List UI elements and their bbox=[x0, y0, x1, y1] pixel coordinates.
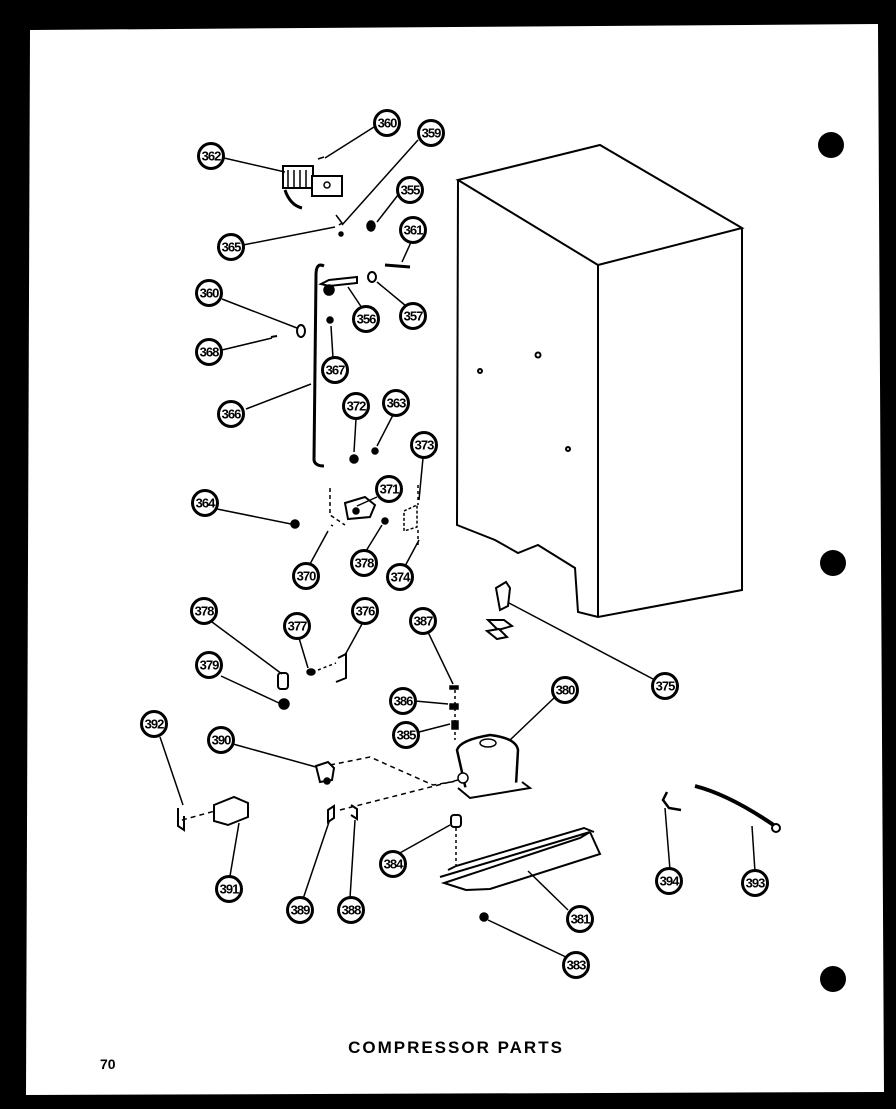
paper-page bbox=[26, 24, 884, 1095]
callout-label: 376 bbox=[356, 604, 375, 619]
callout-362: 362 bbox=[197, 142, 225, 170]
callout-386: 386 bbox=[389, 687, 417, 715]
callout-387: 387 bbox=[409, 607, 437, 635]
callout-361: 361 bbox=[399, 216, 427, 244]
callout-label: 365 bbox=[222, 240, 241, 255]
callout-label: 394 bbox=[660, 874, 680, 889]
callout-391: 391 bbox=[215, 875, 243, 903]
callout-375: 375 bbox=[651, 672, 679, 700]
callout-label: 373 bbox=[415, 438, 434, 453]
compressor-part bbox=[455, 733, 533, 800]
callout-label: 364 bbox=[196, 496, 216, 511]
callout-label: 378 bbox=[355, 556, 374, 571]
callout-379: 379 bbox=[195, 651, 223, 679]
callout-label: 393 bbox=[746, 876, 765, 891]
callout-label: 388 bbox=[342, 903, 361, 918]
callout-label: 384 bbox=[384, 857, 404, 872]
callout-label: 366 bbox=[222, 407, 241, 422]
callout-377: 377 bbox=[283, 612, 311, 640]
binder-hole-bottom bbox=[820, 966, 846, 992]
callout-389: 389 bbox=[286, 896, 314, 924]
callout-368: 368 bbox=[195, 338, 223, 366]
callout-392: 392 bbox=[140, 710, 168, 738]
callout-372: 372 bbox=[342, 392, 370, 420]
callout-label: 380 bbox=[556, 683, 575, 698]
callout-373: 373 bbox=[410, 431, 438, 459]
callout-359: 359 bbox=[417, 119, 445, 147]
callout-364: 364 bbox=[191, 489, 219, 517]
callout-label: 387 bbox=[414, 614, 433, 629]
callout-381: 381 bbox=[566, 905, 594, 933]
callout-370: 370 bbox=[292, 562, 320, 590]
callout-366: 366 bbox=[217, 400, 245, 428]
callout-378-left: 378 bbox=[190, 597, 218, 625]
callout-label: 381 bbox=[571, 912, 590, 927]
callout-360-middle: 360 bbox=[195, 279, 223, 307]
callout-label: 377 bbox=[288, 619, 307, 634]
callout-label: 383 bbox=[567, 958, 586, 973]
leader-lines bbox=[159, 126, 756, 959]
callout-label: 391 bbox=[220, 882, 239, 897]
callout-357: 357 bbox=[399, 302, 427, 330]
callout-label: 361 bbox=[404, 223, 423, 238]
page-number: 70 bbox=[100, 1056, 116, 1072]
callout-label: 362 bbox=[202, 149, 221, 164]
small-parts bbox=[177, 156, 781, 922]
callout-371: 371 bbox=[375, 475, 403, 503]
callout-378-middle: 378 bbox=[350, 549, 378, 577]
callout-390: 390 bbox=[207, 726, 235, 754]
callout-367: 367 bbox=[321, 356, 349, 384]
callout-label: 392 bbox=[145, 717, 164, 732]
callout-356: 356 bbox=[352, 305, 380, 333]
callout-label: 385 bbox=[397, 728, 416, 743]
callout-label: 359 bbox=[422, 126, 441, 141]
callout-384-center: 384 bbox=[379, 850, 407, 878]
callout-385: 385 bbox=[392, 721, 420, 749]
callout-label: 368 bbox=[200, 345, 219, 360]
callout-393: 393 bbox=[741, 869, 769, 897]
callout-376: 376 bbox=[351, 597, 379, 625]
callout-label: 389 bbox=[291, 903, 310, 918]
callout-label: 355 bbox=[401, 183, 420, 198]
callout-label: 372 bbox=[347, 399, 366, 414]
callout-label: 360 bbox=[378, 116, 397, 131]
callout-363: 363 bbox=[382, 389, 410, 417]
callout-label: 379 bbox=[200, 658, 219, 673]
binder-hole-middle bbox=[820, 550, 846, 576]
cabinet-drawing bbox=[455, 143, 745, 619]
callout-label: 386 bbox=[394, 694, 413, 709]
callout-355: 355 bbox=[396, 176, 424, 204]
callouts: 360 359 362 355 365 361 360 356 bbox=[140, 109, 769, 979]
callout-label: 374 bbox=[391, 570, 411, 585]
callout-label: 371 bbox=[380, 482, 399, 497]
callout-label: 390 bbox=[212, 733, 231, 748]
callout-365: 365 bbox=[217, 233, 245, 261]
callout-360-top: 360 bbox=[373, 109, 401, 137]
callout-label: 370 bbox=[297, 569, 316, 584]
callout-374: 374 bbox=[386, 563, 414, 591]
callout-label: 360 bbox=[200, 286, 219, 301]
diagram-title: COMPRESSOR PARTS bbox=[348, 1038, 564, 1057]
callout-label: 363 bbox=[387, 396, 406, 411]
callout-label: 356 bbox=[357, 312, 376, 327]
callout-label: 357 bbox=[404, 309, 423, 324]
fan-motor-part bbox=[282, 165, 343, 210]
binder-hole-top bbox=[818, 132, 844, 158]
callout-388: 388 bbox=[337, 896, 365, 924]
callout-label: 378 bbox=[195, 604, 214, 619]
callout-383: 383 bbox=[562, 951, 590, 979]
callout-394: 394 bbox=[655, 867, 683, 895]
callout-380: 380 bbox=[551, 676, 579, 704]
callout-label: 367 bbox=[326, 363, 345, 378]
callout-label: 375 bbox=[656, 679, 675, 694]
